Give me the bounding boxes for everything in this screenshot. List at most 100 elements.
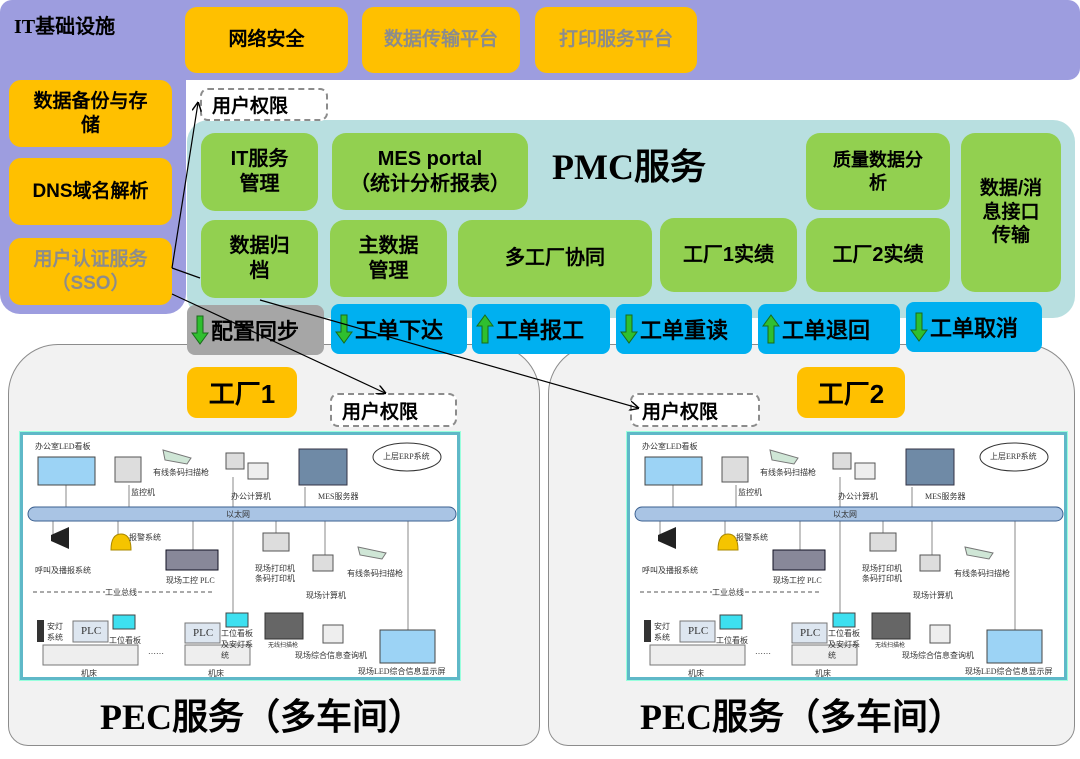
wireless-scanner-icon	[264, 612, 304, 640]
barcode-printer-label: 条码打印机	[862, 574, 902, 583]
flow-label: 配置同步	[211, 319, 300, 344]
plc-label-2: PLC	[800, 627, 821, 639]
network-graphics	[27, 442, 457, 666]
factory2-pec-service-title: PEC服务（多车间）	[640, 697, 965, 737]
erp-cloud-icon	[372, 442, 442, 472]
user-permission-top[interactable]: 用户权限	[200, 88, 328, 121]
machine-label-1: 机床	[688, 669, 704, 678]
flow-config-sync[interactable]: 配置同步	[187, 305, 324, 355]
arrow-down-icon	[620, 314, 638, 344]
pmc-title: PMC服务	[552, 147, 706, 187]
arrow-down-icon	[335, 314, 353, 344]
network-security-box[interactable]: 网络安全	[185, 7, 348, 73]
plc-ctrl-label: 现场工控 PLC	[773, 576, 822, 585]
flow-order-cancel[interactable]: 工单取消	[906, 302, 1042, 352]
flow-order-dispatch[interactable]: 工单下达	[331, 304, 467, 354]
machine-tool-icon-1	[42, 644, 139, 666]
field-scanner-icon	[964, 546, 994, 560]
factory1-network-diagram: 办公室LED看板 监控机 有线条码扫描枪 办公计算机 MES服务器 上层ERP系…	[19, 431, 461, 681]
wireless-scanner-label: 无线扫描枪	[875, 643, 906, 649]
wireless-scanner-label: 无线扫描枪	[268, 643, 299, 649]
scanner-icon	[769, 449, 799, 465]
field-pc-icon	[312, 554, 334, 572]
field-scanner-label: 有线条码扫描枪	[954, 569, 1010, 578]
plc-box-2	[791, 622, 828, 644]
flow-label: 工单报工	[496, 318, 585, 343]
monitor-pc-label: 监控机	[131, 488, 155, 497]
office-led-icon	[37, 456, 96, 486]
wired-scanner-label: 有线条码扫描枪	[760, 468, 816, 477]
plc-controller-icon	[165, 549, 219, 571]
fieldbus-label: 工业总线	[712, 587, 744, 598]
station-board-andon-label: 工位看板及安灯系统	[828, 629, 860, 660]
flow-label: 工单下达	[355, 318, 444, 343]
andon-label: 安灯系统	[654, 622, 670, 642]
mes-portal-sub: （统计分析报表）	[350, 172, 510, 195]
plc-box-1	[72, 620, 109, 643]
ellipsis: ……	[148, 647, 164, 656]
office-led-icon	[644, 456, 703, 486]
factory2-performance-box[interactable]: 工厂2实绩	[806, 218, 950, 292]
mes-server-label: MES服务器	[318, 492, 359, 501]
led-display-icon	[379, 629, 436, 664]
ethernet-label: 以太网	[833, 510, 857, 519]
network-graphics	[634, 442, 1064, 666]
user-permission-factory2[interactable]: 用户权限	[630, 393, 760, 427]
erp-label: 上层ERP系统	[383, 452, 430, 461]
factory1-label: 工厂1	[187, 367, 297, 418]
mes-portal-box[interactable]: MES portal （统计分析报表）	[332, 133, 528, 210]
data-archive-box[interactable]: 数据归档	[201, 220, 318, 298]
monitor-pc-icon	[114, 456, 142, 483]
arrow-down-icon	[191, 315, 209, 345]
data-transfer-platform-box[interactable]: 数据传输平台	[362, 7, 520, 73]
flow-order-reread[interactable]: 工单重读	[616, 304, 752, 354]
print-service-platform-box[interactable]: 打印服务平台	[535, 7, 697, 73]
arrow-down-icon	[910, 312, 928, 342]
machine-tool-icon-1	[649, 644, 746, 666]
sso-box[interactable]: 用户认证服务（SSO）	[9, 238, 172, 305]
monitor-pc-icon	[721, 456, 749, 483]
flow-order-return[interactable]: 工单退回	[758, 304, 900, 354]
dns-box[interactable]: DNS域名解析	[9, 158, 172, 225]
led-display-icon	[986, 629, 1043, 664]
plc-box-2	[184, 622, 221, 644]
query-terminal-label: 现场综合信息查询机	[295, 651, 367, 660]
alarm-label: 报警系统	[129, 533, 161, 542]
factory1-performance-box[interactable]: 工厂1实绩	[660, 218, 797, 292]
printer-label: 现场打印机	[255, 564, 295, 573]
ellipsis: ……	[755, 647, 771, 656]
arrow-up-icon	[476, 314, 494, 344]
machine-label-1: 机床	[81, 669, 97, 678]
machine-label-2: 机床	[208, 669, 224, 678]
ethernet-bus	[27, 506, 457, 522]
plc-label-1: PLC	[81, 625, 102, 637]
it-infra-title: IT基础设施	[14, 16, 116, 38]
ethernet-label: 以太网	[226, 510, 250, 519]
scanner-icon	[162, 449, 192, 465]
multi-factory-box[interactable]: 多工厂协同	[458, 220, 652, 297]
laptop-icon	[247, 462, 269, 480]
plc-controller-icon	[772, 549, 826, 571]
mes-server-label: MES服务器	[925, 492, 966, 501]
office-pc-icon	[225, 452, 245, 470]
mes-server-icon	[298, 448, 348, 486]
ethernet-bus	[634, 506, 1064, 522]
station-board-icon-2	[832, 612, 856, 628]
flow-order-report[interactable]: 工单报工	[472, 304, 610, 354]
interface-transfer-box[interactable]: 数据/消息接口传输	[961, 133, 1061, 292]
backup-storage-box[interactable]: 数据备份与存储	[9, 80, 172, 147]
alarm-bell-icon	[717, 533, 739, 551]
plc-ctrl-label: 现场工控 PLC	[166, 576, 215, 585]
quality-analysis-box[interactable]: 质量数据分析	[806, 133, 950, 210]
master-data-box[interactable]: 主数据管理	[330, 220, 447, 297]
field-scanner-label: 有线条码扫描枪	[347, 569, 403, 578]
query-terminal-icon	[322, 624, 344, 644]
it-service-mgmt-box[interactable]: IT服务管理	[201, 133, 318, 211]
alarm-label: 报警系统	[736, 533, 768, 542]
led-display-label: 现场LED综合信息显示屏	[358, 667, 446, 676]
station-board-label: 工位看板	[716, 636, 748, 645]
user-permission-factory1[interactable]: 用户权限	[330, 393, 457, 427]
plc-label-1: PLC	[688, 625, 709, 637]
broadcast-label: 呼叫及播报系统	[35, 566, 91, 575]
station-board-icon-1	[112, 614, 136, 630]
